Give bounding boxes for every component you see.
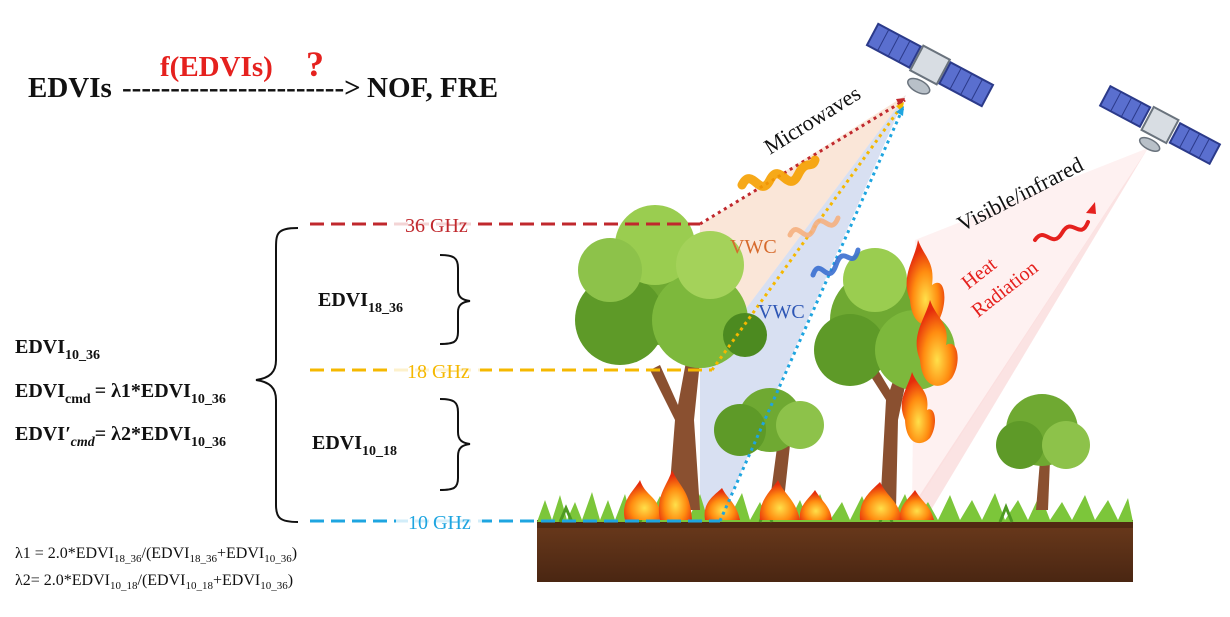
vwc-lower-label: VWC	[758, 301, 805, 323]
lambda1-formula: λ1 = 2.0*EDVI18_36/(EDVI18_36+EDVI10_36)	[15, 545, 297, 565]
brace-18-36	[439, 254, 471, 345]
edvi-10-36-label: EDVI10_36	[15, 336, 100, 363]
microwave-wave-36	[737, 155, 820, 191]
edvi-cmd-prime-equation: EDVI′cmd= λ2*EDVI10_36	[15, 423, 226, 450]
heat-beam	[910, 148, 1148, 520]
far-tree-trunk	[1036, 460, 1050, 510]
edvi-cmd-equation: EDVIcmd= λ1*EDVI10_36	[15, 380, 226, 407]
ray-10ghz-arrow	[896, 106, 904, 116]
ray-10ghz	[718, 107, 905, 522]
microwave-wave-18	[787, 215, 841, 238]
microwave-satellite	[865, 22, 995, 108]
heat-beam-soft	[912, 148, 1148, 510]
infrared-wave	[1033, 220, 1090, 242]
header-nof-fre: NOF, FRE	[367, 72, 498, 104]
soil-edge	[537, 520, 1133, 528]
soil	[537, 520, 1133, 582]
edvi-18-36-label: EDVI18_36	[318, 289, 403, 316]
label-10ghz-bg	[396, 508, 482, 534]
ray-36ghz	[699, 98, 906, 226]
microwave-wave-10	[810, 247, 861, 278]
label-10ghz: 10 GHz	[408, 512, 471, 534]
label-18ghz: 18 GHz	[407, 361, 470, 383]
question-mark: ?	[306, 44, 324, 84]
far-tree-canopy	[996, 394, 1090, 469]
ground-fire	[623, 470, 934, 520]
big-tree-trunk	[650, 340, 702, 510]
infrared-satellite	[1098, 84, 1222, 166]
brace-10-18	[439, 398, 471, 491]
vwc-upper-label: VWC	[730, 236, 777, 258]
lambda2-formula: λ2= 2.0*EDVI10_18/(EDVI10_18+EDVI10_36)	[15, 572, 293, 592]
big-tree-canopy	[575, 205, 767, 368]
brace-large	[255, 227, 299, 523]
edvi-10-18-label: EDVI10_18	[312, 432, 397, 459]
label-36ghz-bg	[392, 211, 478, 237]
burning-tree-trunk	[868, 360, 910, 510]
header-edvis: EDVIs	[28, 72, 112, 104]
function-label: f(EDVIs)	[160, 51, 273, 83]
small-tree-trunk	[770, 420, 800, 500]
header-arrow: ----------------------->	[122, 72, 361, 104]
small-tree-canopy	[714, 388, 824, 456]
ray-36ghz-arrow	[896, 98, 905, 107]
label-18ghz-bg	[394, 357, 480, 383]
burning-tree-canopy	[814, 248, 955, 390]
tree-fire	[901, 240, 958, 444]
infrared-wave-arrow	[1086, 202, 1096, 214]
label-36ghz: 36 GHz	[405, 215, 468, 237]
